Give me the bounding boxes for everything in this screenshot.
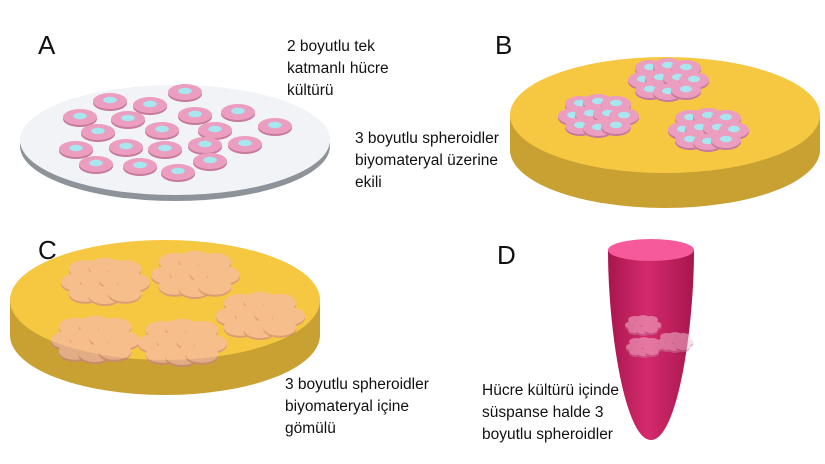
plate-b-biomaterial xyxy=(510,57,820,208)
caption-line: süspanse halde 3 xyxy=(482,404,604,421)
cell xyxy=(109,139,143,157)
cell xyxy=(79,156,113,174)
caption-line: boyutlu spheroidler xyxy=(482,426,613,443)
cell xyxy=(168,84,202,102)
plate-c-biomaterial xyxy=(10,240,320,395)
caption-line: 2 boyutlu tek xyxy=(287,38,375,55)
cell xyxy=(108,284,142,304)
cell xyxy=(98,342,132,362)
cell xyxy=(63,109,97,127)
cell xyxy=(711,132,741,150)
caption-line: biyomateryal üzerine xyxy=(355,152,499,169)
cell xyxy=(161,164,195,182)
caption-c: 3 boyutlu spheroidler biyomateryal içine… xyxy=(285,374,429,440)
cell xyxy=(198,122,232,140)
cell xyxy=(178,107,212,125)
caption-d: Hücre kültürü içinde süspanse halde 3 bo… xyxy=(482,380,619,446)
caption-a: 2 boyutlu tek katmanlı hücre kültürü xyxy=(287,36,389,102)
caption-b: 3 boyutlu spheroidler biyomateryal üzeri… xyxy=(355,128,499,194)
plate-a-monolayer xyxy=(20,84,330,201)
cell xyxy=(93,93,127,111)
cell xyxy=(123,158,157,176)
cell xyxy=(133,97,167,115)
cell xyxy=(228,136,262,154)
cell xyxy=(148,141,182,159)
caption-line: gömülü xyxy=(285,420,336,437)
cell xyxy=(193,153,227,171)
panel-a-label: A xyxy=(38,30,56,60)
cell xyxy=(676,342,690,353)
panel-d-label: D xyxy=(497,240,516,270)
cell xyxy=(145,122,179,140)
caption-line: kültürü xyxy=(287,82,334,99)
cell xyxy=(645,347,659,358)
caption-line: 3 boyutlu spheroidler xyxy=(355,130,499,147)
cell xyxy=(81,124,115,142)
cell xyxy=(671,82,701,100)
cell xyxy=(111,111,145,129)
tube-d-suspension xyxy=(608,239,694,440)
cell xyxy=(258,118,292,136)
cell xyxy=(188,137,222,155)
cell xyxy=(263,318,297,338)
caption-line: 3 boyutlu spheroidler xyxy=(285,376,429,393)
caption-line: ekili xyxy=(355,174,382,191)
cell xyxy=(185,345,219,365)
caption-line: biyomateryal içine xyxy=(285,398,410,415)
cell xyxy=(59,141,93,159)
panel-b-label: B xyxy=(495,30,513,60)
caption-line: Hücre kültürü içinde xyxy=(482,382,619,399)
cell xyxy=(601,118,631,136)
cell xyxy=(644,325,658,336)
panel-c-label: C xyxy=(38,235,57,265)
cell xyxy=(221,104,255,122)
cell xyxy=(198,277,232,297)
caption-line: katmanlı hücre xyxy=(287,60,389,77)
